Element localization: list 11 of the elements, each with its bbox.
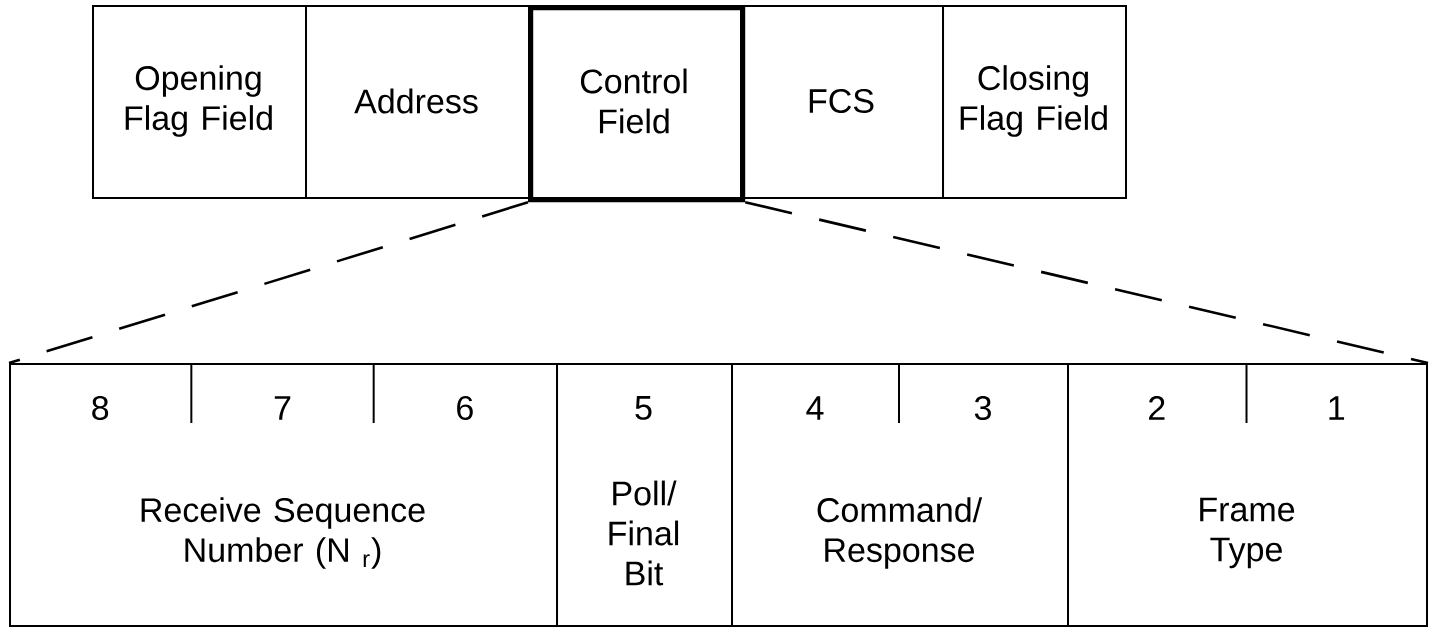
field-box: Address [305, 5, 530, 199]
field-box: 2 1 Frame Type [1067, 362, 1428, 627]
field-box: Opening Flag Field [92, 5, 307, 199]
field-box: 5 Poll/ Final Bit [556, 363, 733, 627]
field-box: 4 3 Command/ Response [731, 362, 1069, 627]
expansion-line [8, 200, 529, 365]
field-box: FCS [740, 5, 944, 199]
expansion-line [744, 200, 1429, 365]
field-box: Control Field [528, 5, 746, 203]
field-box: 8 7 6 Receive Sequence Number (N $_{r}$) [9, 362, 558, 627]
field-box: Closing Flag Field [942, 5, 1127, 199]
